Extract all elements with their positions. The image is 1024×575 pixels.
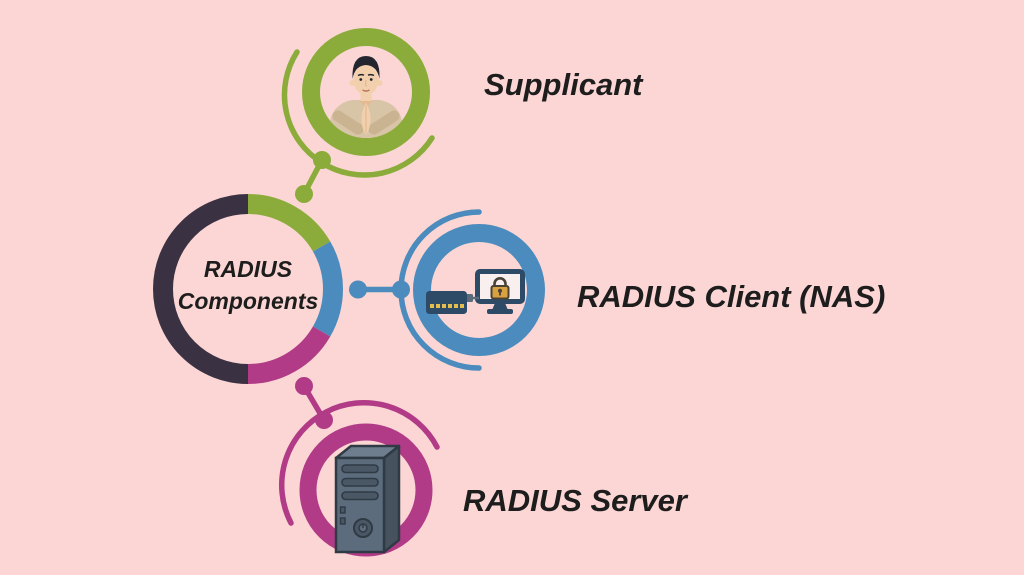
hub-title: RADIUS Components bbox=[158, 253, 338, 317]
person-eye bbox=[369, 78, 373, 81]
radius-server-label: RADIUS Server bbox=[463, 483, 687, 518]
person-hair bbox=[352, 56, 380, 79]
monitor-base bbox=[487, 309, 513, 314]
hub-title-line1: RADIUS bbox=[203, 256, 293, 282]
padlock-shackle bbox=[493, 277, 507, 287]
hub-segment-dark bbox=[153, 194, 249, 384]
switch-body bbox=[426, 291, 467, 314]
person-eye bbox=[359, 78, 363, 81]
switch-ports bbox=[430, 304, 464, 308]
client-ring bbox=[413, 224, 545, 356]
network-switch-icon bbox=[426, 291, 479, 314]
person-nose bbox=[364, 79, 368, 87]
hub-segment-magenta bbox=[247, 326, 331, 384]
hub-segment-blue bbox=[312, 241, 343, 337]
server-power-button bbox=[353, 518, 373, 538]
praying-person-icon bbox=[329, 56, 403, 138]
person-eyebrow bbox=[367, 73, 375, 77]
switch-monitor-padlock-icon bbox=[426, 269, 525, 314]
radius-client-label: RADIUS Client (NAS) bbox=[577, 279, 886, 314]
supplicant-ring bbox=[302, 28, 430, 156]
hub-title-line2: Components bbox=[177, 288, 319, 314]
connector-dot bbox=[392, 280, 410, 299]
connector-dot bbox=[295, 185, 313, 203]
connector-dot bbox=[295, 377, 313, 395]
person-mouth bbox=[362, 89, 370, 92]
person-arm bbox=[332, 110, 364, 135]
connector-dot bbox=[315, 411, 333, 429]
client-connector bbox=[349, 280, 410, 299]
supplicant-label: Supplicant bbox=[484, 67, 643, 102]
server-side-face bbox=[382, 444, 401, 554]
padlock-keyhole bbox=[498, 288, 502, 293]
connector-dot bbox=[313, 151, 331, 169]
radius-client-node bbox=[349, 209, 545, 371]
monitor-stand bbox=[492, 303, 508, 309]
server-vents bbox=[341, 464, 379, 501]
server-tower-icon bbox=[334, 444, 401, 554]
radius-server-node bbox=[278, 377, 440, 557]
person-arm bbox=[368, 110, 400, 135]
server-connector bbox=[295, 377, 333, 429]
padlock-icon bbox=[490, 277, 510, 300]
supplicant-connector bbox=[295, 151, 331, 203]
supplicant-node bbox=[281, 28, 435, 203]
person-eyebrow bbox=[357, 73, 365, 77]
server-leds bbox=[339, 506, 346, 525]
hub-segment-green bbox=[247, 194, 331, 252]
connector-dot bbox=[349, 280, 367, 299]
hub-ring bbox=[153, 194, 343, 384]
